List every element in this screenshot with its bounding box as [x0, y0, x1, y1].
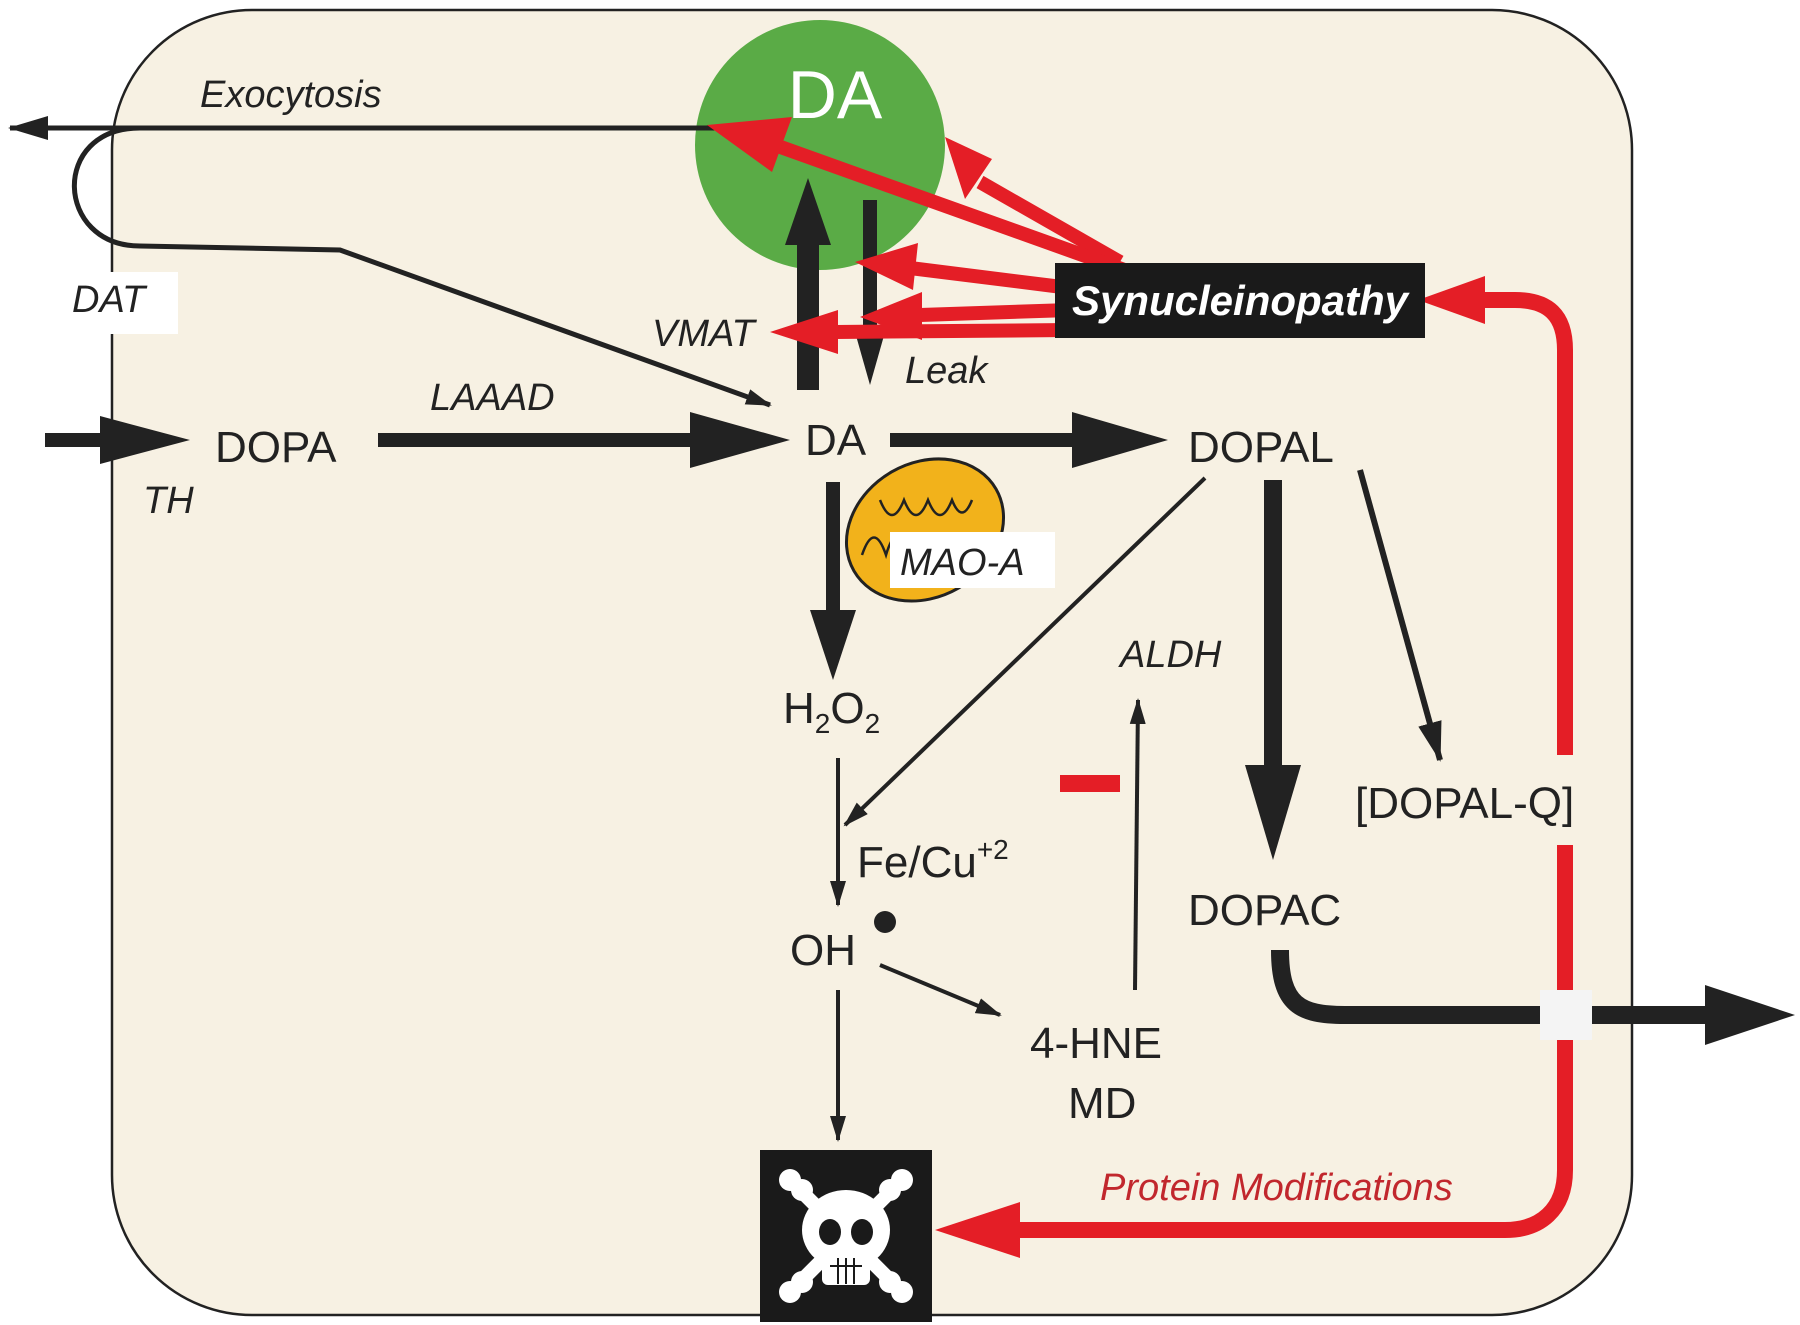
dat-label-box: [58, 272, 178, 334]
dopac-exit-arrow-head: [1705, 985, 1795, 1045]
leak-label: Leak: [905, 350, 989, 392]
fe-cu-node: Fe/Cu+2: [857, 834, 1009, 887]
dopa-node: DOPA: [215, 423, 337, 472]
syn-arrow-1-head: [945, 137, 992, 199]
mao-a-label: MAO-A: [900, 542, 1025, 584]
da-node: DA: [805, 416, 867, 465]
dopac-exit-arrow: [1271, 949, 1715, 1024]
syn-arrow-1: [976, 175, 1124, 269]
laaad-arrow-head: [690, 412, 790, 468]
inhibition-sign: [1060, 775, 1120, 792]
vmat-arrow-head: [785, 178, 831, 245]
dopalq-to-synucleinopathy-head: [1418, 276, 1485, 324]
oh-to-hne-arrow: [879, 963, 1002, 1017]
synucleinopathy-box: [1055, 263, 1425, 338]
radical-dot: [874, 911, 896, 933]
protein-modifications-label: Protein Modifications: [1100, 1167, 1453, 1209]
aldh-label: ALDH: [1118, 634, 1222, 676]
exocytosis-label: Exocytosis: [200, 74, 382, 116]
hne-to-aldh-arrow: [1129, 698, 1146, 991]
syn-arrow-2: [772, 138, 1133, 279]
syn-arrow-2-head: [707, 117, 792, 172]
skull-crossbones-icon: [760, 1150, 932, 1322]
vmat-label: VMAT: [652, 313, 758, 355]
leak-arrow-head: [853, 325, 887, 385]
vesicle-label: DA: [788, 57, 883, 133]
th-arrow-head: [100, 416, 190, 464]
mao-a-arrow-head: [810, 610, 856, 680]
dopac-crossing-gap: [1540, 990, 1592, 1040]
syn-arrow-4: [919, 303, 1071, 322]
vesicle: [695, 20, 945, 270]
dopal-to-fe-arrow: [843, 476, 1207, 827]
syn-arrow-3: [909, 261, 1071, 295]
md-node: MD: [1068, 1079, 1136, 1128]
syn-arrow-5-head: [770, 310, 838, 354]
dopal-to-dopac-arrow-head: [1245, 765, 1301, 860]
dopalq-to-synucleinopathy-line: [1480, 292, 1573, 755]
dopal-node: DOPAL: [1188, 423, 1334, 472]
dopal-to-dopalq-arrow: [1357, 469, 1443, 762]
da-to-dopal-arrow-head: [1072, 412, 1168, 468]
dat-loop: [71, 125, 772, 408]
dopac-node: DOPAC: [1188, 886, 1341, 935]
hne-node: 4-HNE: [1030, 1019, 1162, 1068]
h2o2-node: H2O2: [783, 684, 880, 739]
syn-arrow-3-head: [855, 243, 918, 290]
protein-modifications-line: [1010, 845, 1573, 1238]
mao-a-label-box: [890, 532, 1055, 588]
laaad-label: LAAAD: [430, 377, 555, 419]
protein-modifications-head: [935, 1202, 1020, 1258]
oh-node: OH: [790, 926, 856, 975]
synucleinopathy-label: Synucleinopathy: [1072, 277, 1411, 324]
th-label: TH: [143, 480, 194, 522]
syn-arrow-5: [834, 323, 1071, 339]
dat-label: DAT: [72, 279, 148, 321]
dopal-q-node: [DOPAL-Q]: [1355, 779, 1574, 828]
